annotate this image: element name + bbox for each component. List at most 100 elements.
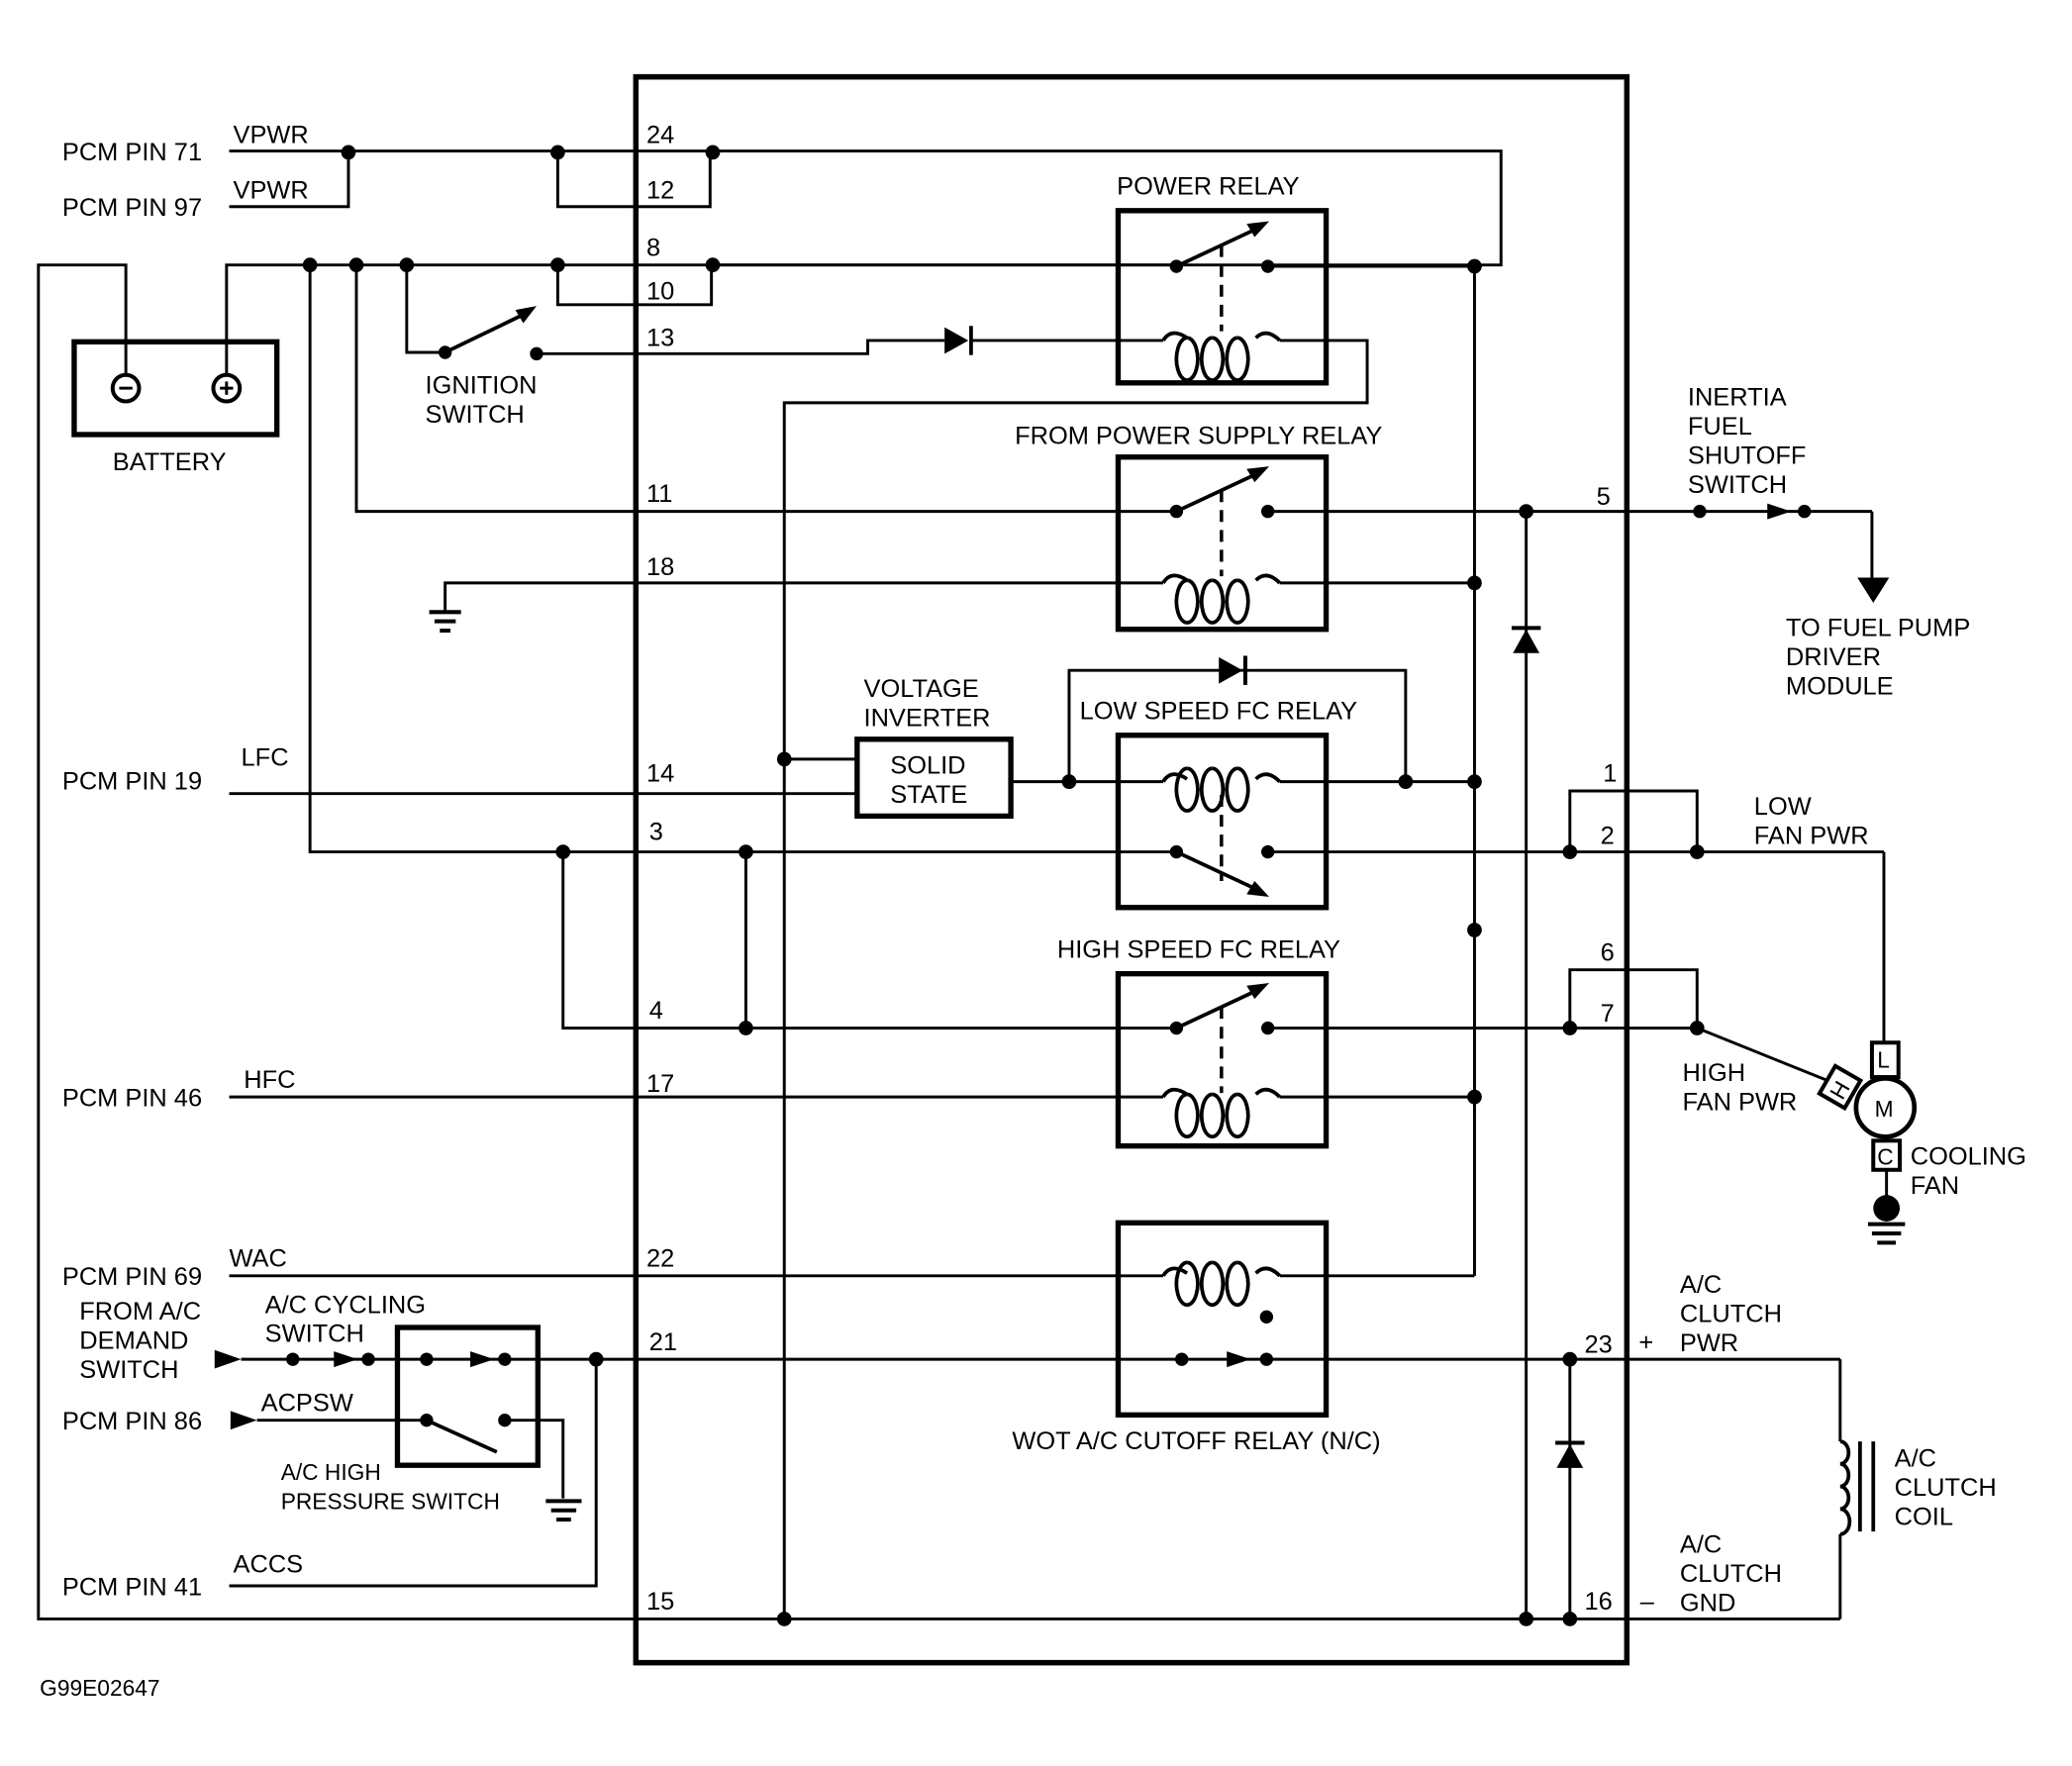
accs-signal: ACCS [234,1551,304,1579]
clamp-diode-1 [1511,504,1541,1619]
power-relay-label: POWER RELAY [1117,173,1300,201]
inertia-label-4: SWITCH [1688,471,1787,499]
module-pin-numbers: 24 12 8 10 13 11 18 14 3 4 17 22 21 15 5… [646,122,1617,1617]
pin-number: 4 [649,997,663,1025]
ac-clutch-gnd-sign: – [1640,1588,1655,1616]
power-supply-relay [354,264,1872,633]
voltage-inverter-label-1: VOLTAGE [864,675,979,703]
pin-number: 21 [649,1328,677,1356]
pin-number: 14 [646,760,674,788]
high-speed-fc-relay [229,970,1698,1149]
vpwr-71-signal: VPWR [234,122,309,149]
ignition-switch [405,264,945,361]
pcm-pin-86-label: PCM PIN 86 [62,1408,202,1435]
acpsw-signal: ACPSW [261,1389,353,1417]
ac-clutch-pwr-label-3: PWR [1680,1329,1738,1357]
ac-clutch-gnd-label-2: CLUTCH [1680,1560,1782,1588]
pin-number: 1 [1603,760,1617,788]
arrow-right-icon [230,1411,257,1430]
ac-clutch-gnd-label-1: A/C [1680,1531,1722,1559]
pcm-pin-71-label: PCM PIN 71 [62,139,202,166]
coil-icon [1161,766,1282,813]
ac-demand-label-1: FROM A/C [79,1298,201,1325]
power-relay [712,208,1475,1619]
cooling-fan-label-2: FAN [1911,1172,1959,1200]
ground-icon [429,610,461,634]
pin-number: 2 [1601,823,1615,850]
power-supply-relay-label: FROM POWER SUPPLY RELAY [1015,422,1382,449]
ac-demand-label-3: SWITCH [79,1356,178,1384]
solid-state-label-1: SOLID [890,752,965,780]
fan-terminal-l: L [1877,1047,1890,1073]
pin-number: 6 [1601,938,1615,966]
coil-icon [1161,1087,1282,1139]
ac-high-pressure-label-1: A/C HIGH [281,1459,381,1485]
ac-switch-assembly [214,1324,604,1588]
pin-number: 16 [1585,1588,1613,1616]
high-fan-pwr-label-2: FAN PWR [1683,1089,1798,1117]
fuel-pump-label-2: DRIVER [1786,643,1881,671]
pin-number: 22 [646,1244,674,1272]
arrow-down-icon [1857,577,1890,603]
pin-number: 15 [646,1588,674,1616]
pin-number: 24 [646,122,674,149]
ac-clutch-pwr-label-2: CLUTCH [1680,1301,1782,1328]
fan-terminal-c: C [1877,1143,1893,1169]
ac-clutch-coil-label-1: A/C [1895,1445,1936,1473]
voltage-inverter-label-2: INVERTER [864,704,991,732]
wot-relay-label: WOT A/C CUTOFF RELAY (N/C) [1012,1427,1380,1455]
pin-number: 10 [646,277,674,305]
ac-high-pressure-label-2: PRESSURE SWITCH [281,1488,500,1514]
ground-icon [545,1499,582,1522]
battery-label: BATTERY [113,448,227,476]
pin-number: 11 [646,480,672,508]
pcm-pin-41-label: PCM PIN 41 [62,1573,202,1601]
ac-clutch-pwr-label-1: A/C [1680,1271,1722,1299]
high-fan-pwr-label-1: HIGH [1683,1059,1746,1087]
fuel-pump-label-1: TO FUEL PUMP [1786,614,1970,641]
coil-icon [1161,573,1282,625]
ac-clutch-coil-label-3: COIL [1895,1503,1953,1530]
low-fan-pwr-label-1: LOW [1754,793,1812,821]
diagram-id: G99E02647 [40,1675,159,1701]
lfc-signal: LFC [242,744,289,772]
ac-cycling-label-2: SWITCH [265,1321,364,1348]
cooling-fan-label-1: COOLING [1911,1142,2026,1170]
high-speed-relay-label: HIGH SPEED FC RELAY [1057,936,1340,964]
pin-number: 5 [1597,483,1611,511]
inertia-label-3: SHUTOFF [1688,442,1807,469]
vpwr-circuit [229,145,1503,267]
fuel-pump-label-3: MODULE [1786,672,1894,700]
pcm-pin-97-label: PCM PIN 97 [62,194,202,222]
arrow-right-icon [214,1349,242,1369]
inertia-fuel-shutoff-switch [1693,503,1890,603]
inertia-label-2: FUEL [1688,413,1752,441]
pcm-pin-46-label: PCM PIN 46 [62,1085,202,1113]
ac-demand-label-2: DEMAND [79,1326,188,1354]
voltage-inverter [229,736,1163,820]
wot-ac-cutoff-relay [229,1220,1840,1419]
solid-state-label-2: STATE [890,781,967,809]
pin-number: 12 [646,177,674,205]
ground-icon [1867,1222,1906,1245]
ac-clutch-circuit [776,1351,1876,1626]
coil-icon [1161,331,1282,382]
pin-number: 17 [646,1070,674,1098]
clutch-coil-icon [1839,1439,1852,1536]
ac-clutch-pwr-sign: + [1638,1328,1653,1356]
cooling-fan-motor [1696,851,1918,1222]
ignition-switch-label-2: SWITCH [426,401,525,429]
low-fan-pwr-label-2: FAN PWR [1754,823,1869,850]
low-speed-fc-relay [308,264,1884,911]
pin-number: 18 [646,553,674,581]
pcm-pin-69-label: PCM PIN 69 [62,1263,202,1291]
vpwr-97-signal: VPWR [234,177,309,205]
ac-cycling-label-1: A/C CYCLING [265,1291,426,1319]
ac-clutch-coil-label-2: CLUTCH [1895,1474,1997,1502]
diode-icon [944,326,1163,355]
inertia-label-1: INERTIA [1688,384,1787,412]
low-speed-relay-label: LOW SPEED FC RELAY [1080,698,1358,726]
hfc-signal: HFC [244,1066,295,1094]
fan-motor-m: M [1875,1096,1894,1122]
